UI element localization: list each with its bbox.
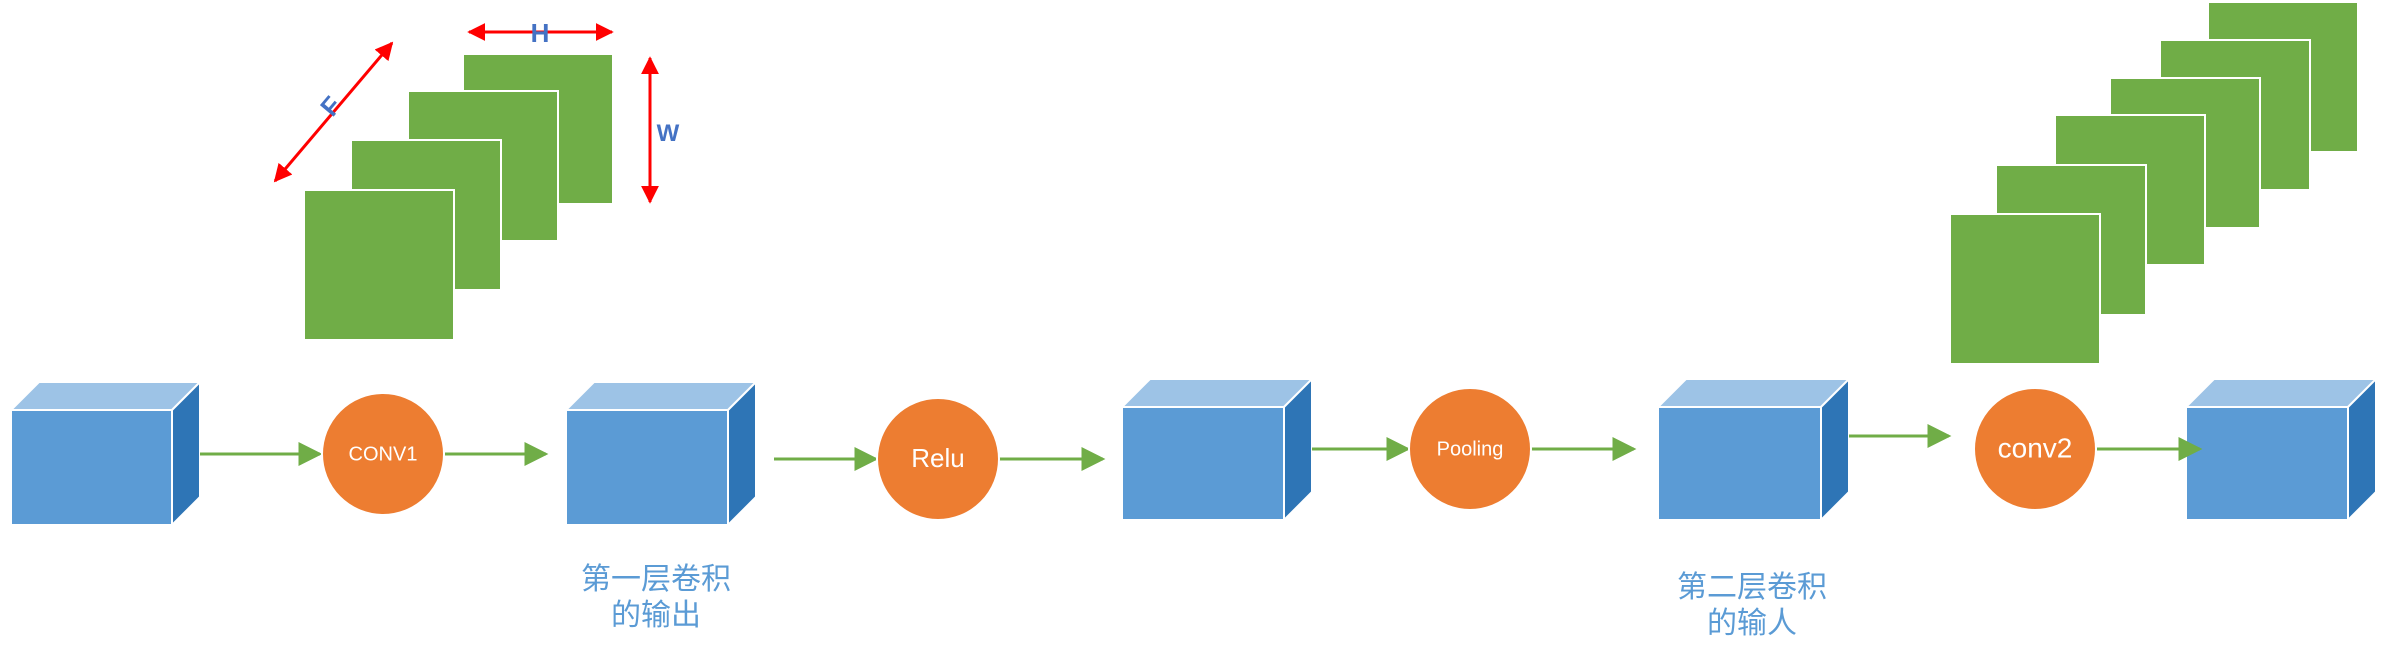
node-circle [1973, 387, 2097, 511]
cube-front [1657, 406, 1822, 521]
node-conv2: conv2 [1973, 387, 2097, 511]
width-label: W [657, 120, 680, 147]
cube-relu-output [1119, 376, 1315, 523]
cube-second-layer-input [1655, 376, 1852, 523]
cube-first-layer-output [563, 379, 759, 528]
node-label: Relu [911, 443, 964, 473]
node-conv1: CONV1 [321, 392, 445, 516]
cube-front [1121, 406, 1285, 521]
caption-first-layer-output: 第一层卷积 的输出 [556, 562, 756, 634]
node-label: Pooling [1437, 438, 1504, 460]
node-circle [321, 392, 445, 516]
node-relu: Relu [876, 397, 1000, 521]
cube-front [2185, 406, 2349, 521]
caption-line: 第一层卷积 [581, 562, 731, 597]
connector-arrows [200, 424, 2203, 471]
node-circle [876, 397, 1000, 521]
node-pooling: Pooling [1408, 387, 1532, 511]
cube-front [10, 409, 173, 526]
caption-line: 的输人 [1707, 606, 1797, 641]
filter-sheet [303, 189, 455, 341]
cube-top [2183, 378, 2379, 408]
node-label: CONV1 [349, 443, 418, 465]
filter-stack-1 [303, 53, 614, 341]
filter-stack-2 [1949, 1, 2359, 365]
cube-top [563, 381, 759, 411]
node-label: conv2 [1998, 432, 2073, 463]
height-label: H [531, 18, 550, 48]
node-circle [1408, 387, 1532, 511]
cube-top [8, 381, 203, 411]
cube-top [1655, 378, 1852, 408]
caption-line: 的输出 [611, 598, 701, 633]
cube-front [565, 409, 729, 526]
cube-conv2-output [2183, 376, 2379, 523]
caption-second-layer-input: 第二层卷积 的输人 [1652, 570, 1852, 642]
cube-input [8, 379, 203, 528]
filter-sheet [1949, 213, 2101, 365]
cube-top [1119, 378, 1315, 408]
depth-label: F [314, 90, 347, 121]
depth-arrow [273, 41, 394, 183]
caption-line: 第二层卷积 [1677, 570, 1827, 605]
